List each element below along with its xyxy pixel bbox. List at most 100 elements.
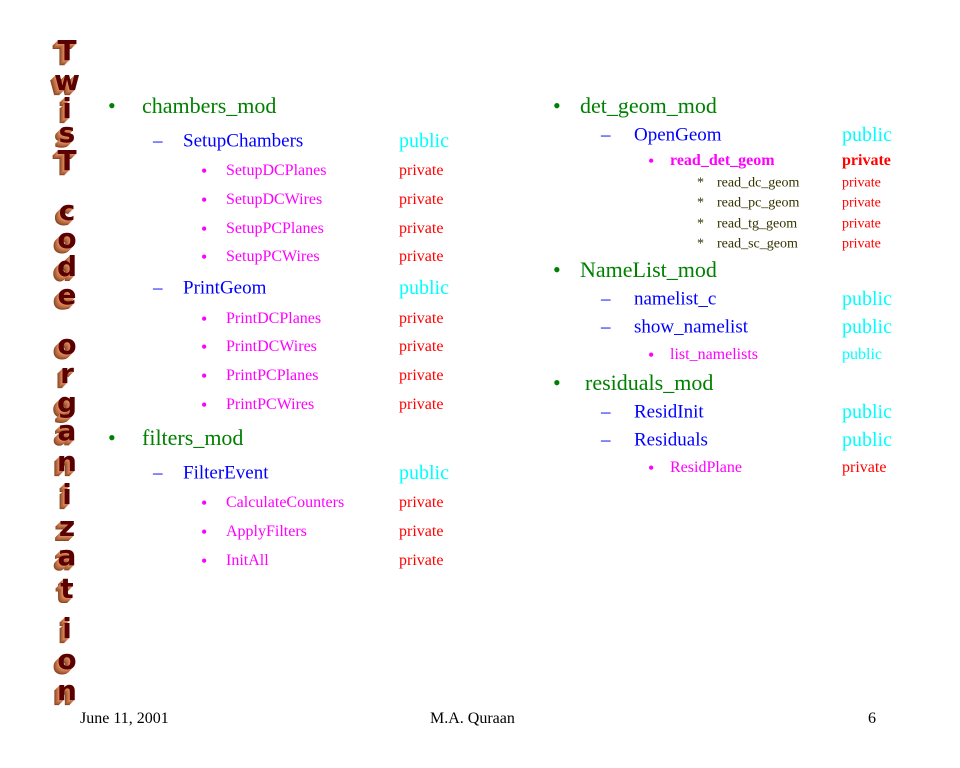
bullet-icon: •: [201, 395, 208, 416]
access-label-public: public: [842, 346, 882, 364]
bullet-icon: •: [553, 369, 561, 395]
bullet-icon: •: [201, 190, 208, 211]
routine-name: namelist_c: [634, 288, 717, 310]
routine-name: ApplyFilters: [226, 523, 307, 541]
asterisk-bullet-icon: *: [697, 175, 704, 191]
access-label-private: private: [399, 396, 444, 414]
bullet-icon: •: [201, 219, 208, 240]
title-letter: d: [56, 250, 78, 283]
title-letter: i: [62, 478, 72, 511]
bullet-icon: •: [201, 551, 208, 572]
dash-bullet-icon: –: [601, 401, 611, 423]
routine-name: list_namelists: [670, 346, 758, 364]
bullet-icon: •: [201, 366, 208, 387]
routine-name: SetupPCWires: [226, 248, 320, 266]
routine-name: OpenGeom: [634, 124, 722, 146]
routine-name: SetupChambers: [183, 130, 304, 152]
access-label-public: public: [842, 401, 892, 423]
bullet-icon: •: [108, 92, 116, 118]
access-label-private: private: [399, 552, 444, 570]
dash-bullet-icon: –: [601, 288, 611, 310]
routine-name: PrintPCPlanes: [226, 367, 319, 385]
footer-page-number: 6: [868, 710, 876, 727]
access-label-private: private: [842, 459, 887, 477]
routine-name: Residuals: [634, 429, 708, 451]
dash-bullet-icon: –: [153, 462, 163, 484]
access-label-private: private: [842, 216, 881, 232]
access-label-private: private: [399, 310, 444, 328]
dash-bullet-icon: –: [601, 429, 611, 451]
dash-bullet-icon: –: [153, 130, 163, 152]
access-label-private: private: [399, 191, 444, 209]
title-letter: n: [57, 445, 77, 478]
title-letter: o: [57, 222, 77, 255]
asterisk-bullet-icon: *: [697, 216, 704, 232]
routine-name: SetupDCWires: [226, 191, 323, 209]
access-label-public: public: [842, 429, 892, 451]
module-name: NameList_mod: [580, 256, 717, 282]
module-name: filters_mod: [142, 424, 244, 450]
access-label-public: public: [399, 277, 449, 299]
title-letter: e: [57, 278, 77, 311]
access-label-public: public: [842, 288, 892, 310]
access-label-private: private: [399, 220, 444, 238]
bullet-icon: •: [201, 493, 208, 514]
title-letter: t: [60, 572, 74, 605]
access-label-private: private: [399, 494, 444, 512]
routine-name: read_sc_geom: [717, 236, 798, 252]
title-letter: a: [57, 414, 77, 447]
routine-name: SetupPCPlanes: [226, 220, 324, 238]
footer-date: June 11, 2001: [80, 710, 169, 727]
routine-name: PrintPCWires: [226, 396, 315, 414]
routine-name: CalculateCounters: [226, 494, 345, 512]
title-letter: n: [57, 674, 77, 707]
module-name: chambers_mod: [142, 92, 277, 118]
access-label-private: private: [399, 367, 444, 385]
access-label-private: private: [399, 248, 444, 266]
bullet-icon: •: [553, 92, 561, 118]
module-name: det_geom_mod: [580, 92, 717, 118]
access-label-private: private: [842, 236, 881, 252]
asterisk-bullet-icon: *: [697, 236, 704, 252]
routine-name: read_tg_geom: [717, 216, 798, 232]
access-label-public: public: [399, 462, 449, 484]
routine-name: InitAll: [226, 552, 269, 570]
title-letter: a: [57, 539, 77, 572]
bullet-icon: •: [201, 247, 208, 268]
title-letter: T: [57, 34, 77, 67]
access-label-private: private: [842, 195, 881, 211]
title-letter: i: [62, 612, 72, 645]
access-label-private: private: [842, 152, 891, 170]
access-label-private: private: [399, 338, 444, 356]
title-letter: o: [57, 643, 77, 676]
bullet-icon: •: [648, 151, 655, 172]
routine-name: read_pc_geom: [717, 195, 800, 211]
routine-name: PrintGeom: [183, 277, 267, 299]
access-label-public: public: [842, 316, 892, 338]
module-name: residuals_mod: [585, 369, 714, 395]
routine-name: SetupDCPlanes: [226, 162, 327, 180]
routine-name: ResidInit: [634, 401, 704, 423]
asterisk-bullet-icon: *: [697, 195, 704, 211]
routine-name: ResidPlane: [670, 459, 742, 477]
bullet-icon: •: [201, 522, 208, 543]
routine-name: PrintDCWires: [226, 338, 317, 356]
dash-bullet-icon: –: [601, 316, 611, 338]
title-letter: w: [54, 64, 80, 97]
bullet-icon: •: [201, 309, 208, 330]
bullet-icon: •: [648, 458, 655, 479]
access-label-public: public: [399, 130, 449, 152]
title-letter: g: [56, 386, 78, 419]
title-letter: r: [60, 357, 74, 390]
access-label-public: public: [842, 124, 892, 146]
routine-name: FilterEvent: [183, 462, 269, 484]
bullet-icon: •: [553, 256, 561, 282]
access-label-private: private: [842, 175, 881, 191]
routine-name: read_dc_geom: [717, 175, 800, 191]
routine-name: read_det_geom: [670, 152, 775, 170]
routine-name: PrintDCPlanes: [226, 310, 322, 328]
bullet-icon: •: [201, 161, 208, 182]
routine-name: show_namelist: [634, 316, 748, 338]
title-letter: i: [62, 92, 72, 125]
title-letter: c: [58, 194, 76, 227]
